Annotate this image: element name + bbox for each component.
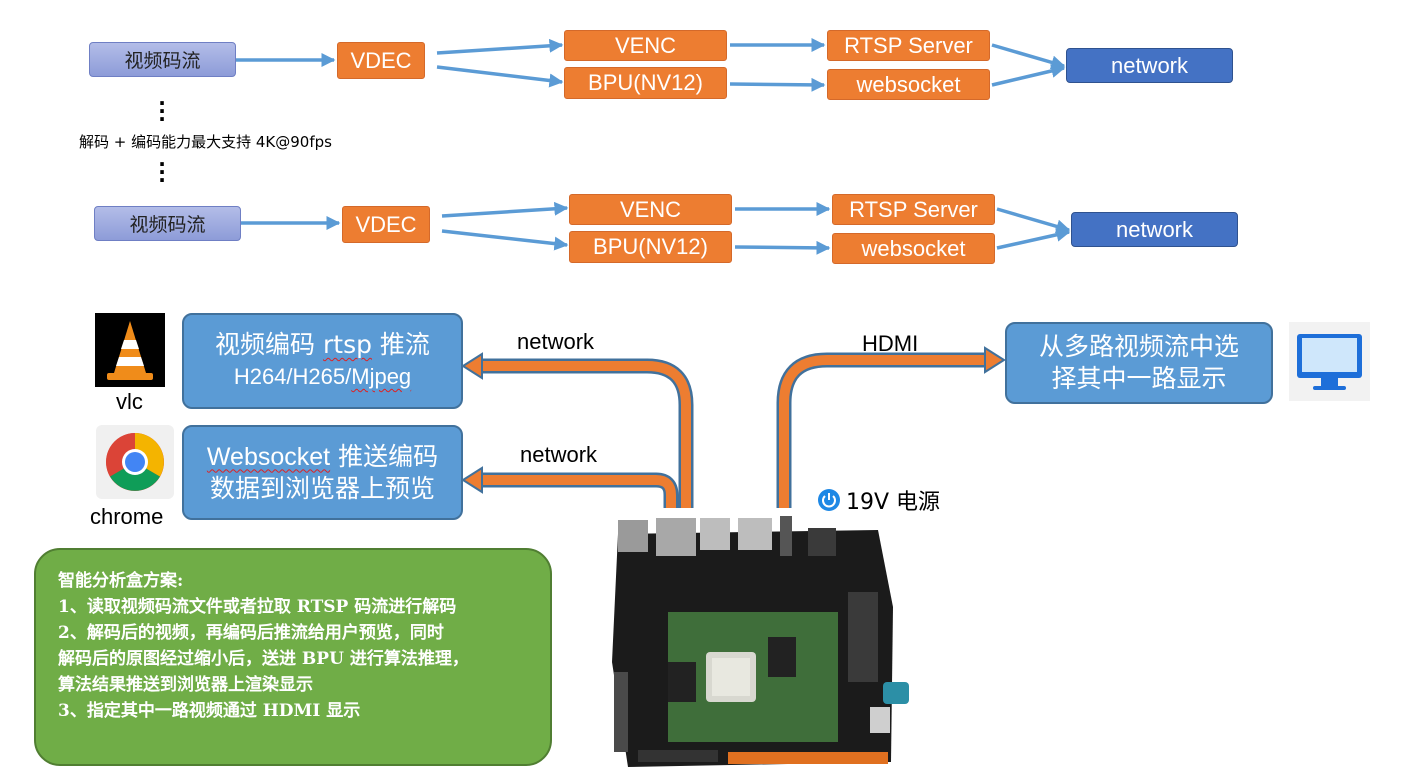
websocket-box-1: websocket (827, 69, 990, 100)
websocket-box-2: websocket (832, 233, 995, 264)
venc-box-2: VENC (569, 194, 732, 225)
board-image (612, 516, 909, 767)
capacity-note: 解码 + 编码能力最大支持 4K@90fps (79, 133, 332, 151)
pipeline-arrows (236, 38, 1071, 255)
bpu-box-2: BPU(NV12) (569, 231, 732, 263)
solution-line-4: 算法结果推送到浏览器上渲染显示 (58, 675, 313, 695)
venc-box-1: VENC (564, 30, 727, 61)
vdec-box-2: VDEC (342, 206, 430, 243)
vlc-cone-icon (95, 313, 165, 387)
board-output-arrows (461, 346, 1006, 508)
monitor-icon (1289, 322, 1370, 401)
vlc-label: vlc (116, 389, 143, 414)
rtsp-server-box-1: RTSP Server (827, 30, 990, 61)
video-stream-source-1: 视频码流 (89, 42, 236, 77)
ellipsis-bottom: ··· (158, 152, 166, 192)
hdmi-label: HDMI (862, 331, 919, 356)
rtsp-stream-box: 视频编码 rtsp 推流 H264/H265/Mjpeg (182, 313, 463, 409)
rtsp-server-box-2: RTSP Server (832, 194, 995, 225)
video-stream-source-2: 视频码流 (94, 206, 241, 241)
hdmi-select-box: 从多路视频流中选 择其中一路显示 (1005, 322, 1273, 404)
power-label: 19V 电源 (846, 490, 941, 515)
solution-line-1: 1、读取视频码流文件或者拉取 RTSP 码流进行解码 (58, 597, 457, 617)
network-label-websocket: network (520, 442, 598, 467)
solution-title: 智能分析盒方案: (58, 571, 184, 591)
network-box-2: network (1071, 212, 1238, 247)
solution-line-3: 解码后的原图经过缩小后，送进 BPU 进行算法推理， (58, 649, 469, 669)
ellipsis-top: ··· (158, 91, 166, 131)
solution-line-5: 3、指定其中一路视频通过 HDMI 显示 (58, 701, 361, 721)
websocket-preview-box: Websocket 推送编码 数据到浏览器上预览 (182, 425, 463, 520)
chrome-icon (96, 425, 174, 499)
solution-line-2: 2、解码后的视频，再编码后推流给用户预览，同时 (58, 623, 444, 643)
chrome-label: chrome (90, 504, 164, 529)
network-label-rtsp: network (517, 329, 595, 354)
power-icon (818, 489, 840, 511)
network-box-1: network (1066, 48, 1233, 83)
vdec-box-1: VDEC (337, 42, 425, 79)
solution-box: 智能分析盒方案: 1、读取视频码流文件或者拉取 RTSP 码流进行解码 2、解码… (34, 548, 552, 766)
bpu-box-1: BPU(NV12) (564, 67, 727, 99)
